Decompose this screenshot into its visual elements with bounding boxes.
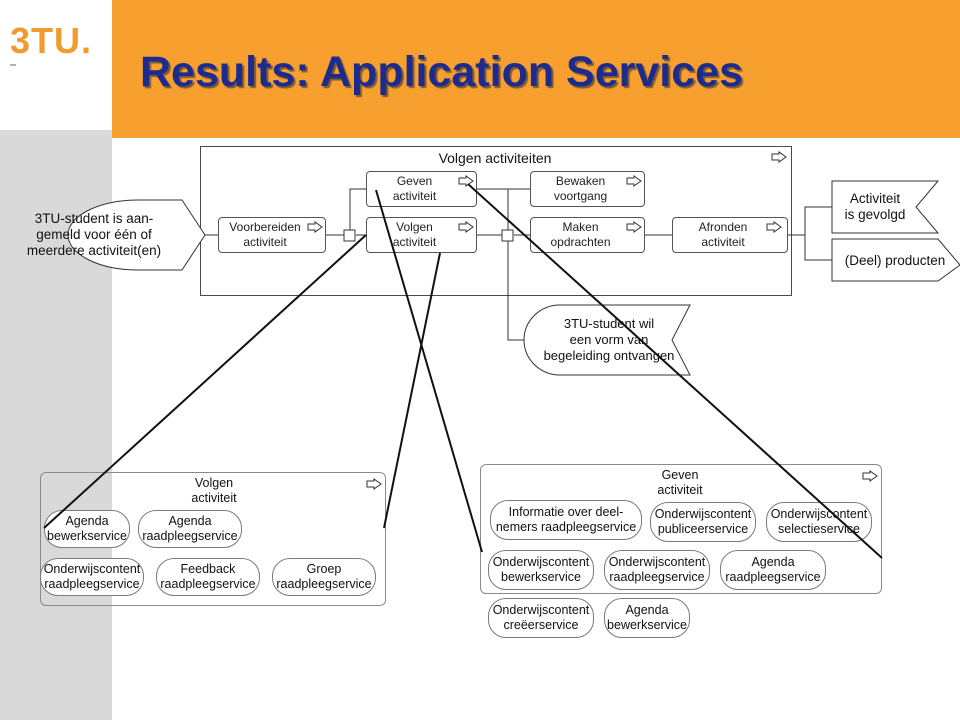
logo-text: 3TU [10, 20, 82, 61]
trigger-event-label: 3TU-student is aan- gemeld voor één of m… [26, 211, 162, 258]
logo-dot: . [81, 20, 93, 61]
service-onderwijscontent-selectie[interactable]: Onderwijscontent selectieservice [766, 502, 872, 542]
service-feedback-raadpleeg[interactable]: Feedback raadpleegservice [156, 558, 260, 596]
process-title: Volgen activiteiten [438, 150, 552, 166]
service-onderwijscontent-bewerk[interactable]: Onderwijscontent bewerkservice [488, 550, 594, 590]
step-geven-arrow-icon [458, 175, 474, 187]
process-arrow-icon [771, 151, 787, 163]
service-agenda-bewerk[interactable]: Agenda bewerkservice [44, 510, 130, 548]
group-right-arrow-icon [862, 470, 878, 482]
connector [349, 188, 366, 235]
step-bewaken-arrow-icon [626, 175, 642, 187]
service-onderwijscontent-raadpleeg-2[interactable]: Onderwijscontent raadpleegservice [604, 550, 710, 590]
step-volgen-arrow-icon [458, 221, 474, 233]
uni-twente: U Twente [10, 118, 67, 133]
logo-area [0, 0, 112, 130]
service-onderwijscontent-raadpleeg[interactable]: Onderwijscontent raadpleegservice [40, 558, 144, 596]
step-voorbereiden-arrow-icon [307, 221, 323, 233]
service-agenda-raadpleeg-2[interactable]: Agenda raadpleegservice [720, 550, 826, 590]
service-group-geven-title: Geven activiteit [657, 468, 703, 497]
event-mid-label: 3TU-student wil een vorm van begeleiding… [543, 316, 675, 363]
connector [804, 235, 832, 261]
uni-delft: TU Delft [10, 68, 60, 83]
step-maken-arrow-icon [626, 221, 642, 233]
service-groep-raadpleeg[interactable]: Groep raadpleegservice [272, 558, 376, 596]
uni-bar-2 [10, 114, 16, 116]
uni-eindhoven: TU Eindhoven [10, 94, 98, 109]
service-informatie-deelnemers-raadpleeg[interactable]: Informatie over deel- nemers raadpleegse… [490, 500, 642, 540]
page-title: Results: Application Services [140, 48, 743, 96]
logo-3tu: 3TU. [10, 20, 92, 62]
service-agenda-bewerk-2[interactable]: Agenda bewerkservice [604, 598, 690, 638]
outcome-2-label: (Deel) producten [844, 253, 946, 268]
service-onderwijscontent-creeer[interactable]: Onderwijscontent creëerservice [488, 598, 594, 638]
service-group-volgen-title: Volgen activiteit [191, 476, 237, 505]
service-agenda-raadpleeg[interactable]: Agenda raadpleegservice [138, 510, 242, 548]
connector [507, 241, 524, 341]
connector [788, 206, 832, 236]
service-onderwijscontent-publiceer[interactable]: Onderwijscontent publiceerservice [650, 502, 756, 542]
step-afronden-arrow-icon [766, 221, 782, 233]
group-left-arrow-icon [366, 478, 382, 490]
junction-1 [343, 229, 356, 242]
header-bar [112, 0, 960, 138]
uni-bar-1 [10, 90, 16, 92]
uni-divider [10, 64, 16, 66]
outcome-1-label: Activiteit is gevolgd [844, 191, 906, 222]
junction-2 [501, 229, 514, 242]
